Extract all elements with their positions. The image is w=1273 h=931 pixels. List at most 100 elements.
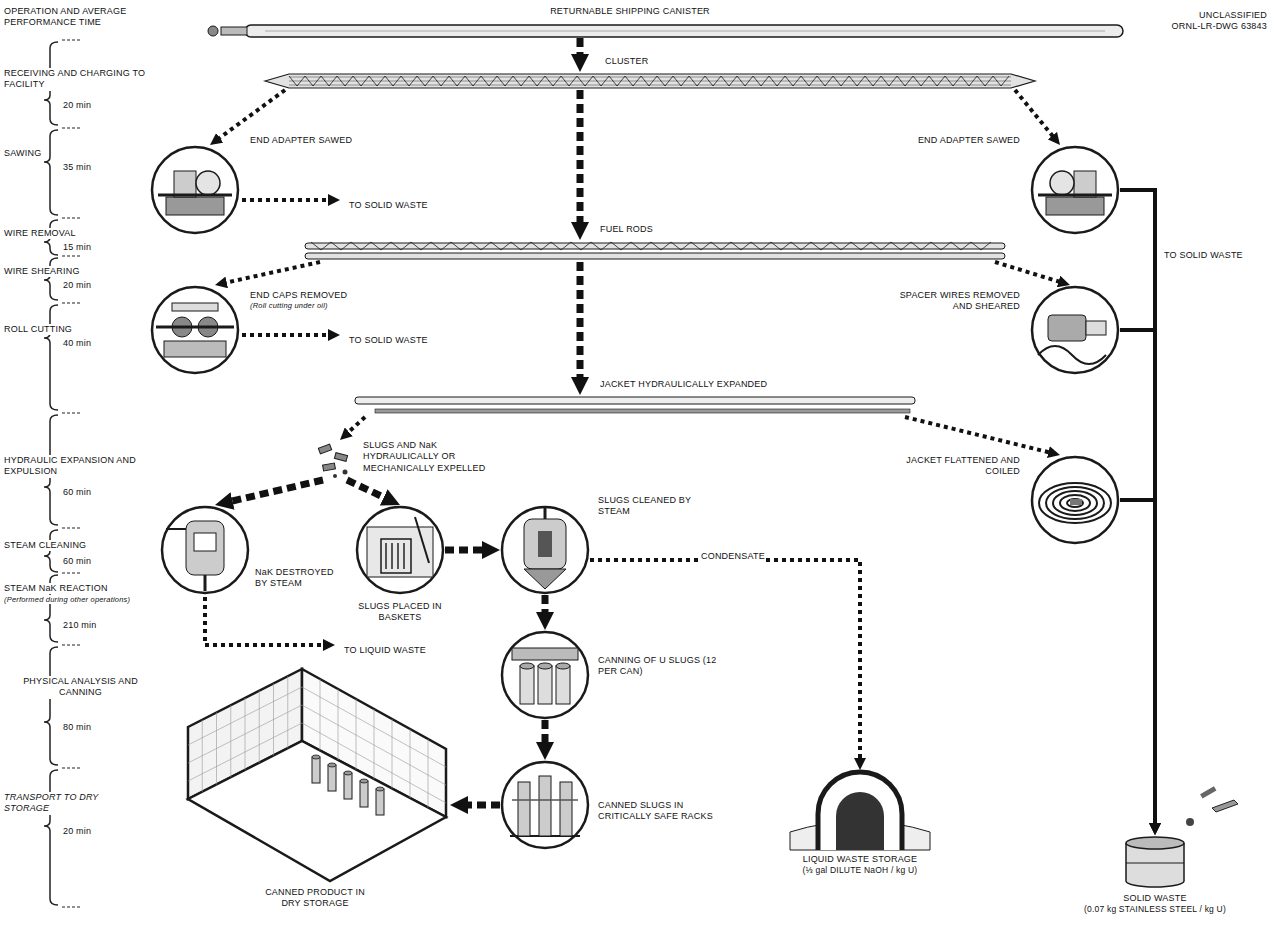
tube-shade — [265, 31, 1105, 32]
node-label: (0.07 kg STAINLESS STEEL / kg U) — [1048, 904, 1262, 915]
station-circle — [162, 507, 248, 593]
illustration — [1030, 145, 1120, 235]
station-circle — [357, 507, 443, 593]
label-holder: TRANSPORT TO DRY STORAGE — [3, 792, 128, 815]
arch-opening — [836, 792, 884, 850]
flow-arrow — [460, 802, 500, 809]
flow-arrow — [225, 480, 323, 503]
jacket-coil — [1053, 491, 1097, 515]
manipulator — [415, 517, 429, 563]
time-brace — [44, 770, 58, 905]
caption-block: CANNED SLUGS IN CRITICALLY SAFE RACKS — [598, 800, 716, 823]
note-label: HYDRAULIC EXPANSION AND EXPULSION — [3, 455, 138, 478]
label-holder: TO SOLID WASTE — [1163, 244, 1244, 262]
station-circle — [502, 762, 588, 848]
reaction-vessel — [186, 521, 224, 575]
note-label: ROLL CUTTING — [3, 324, 73, 335]
spacer-wire — [1038, 346, 1106, 364]
saw2-station: END ADAPTER SAWED — [1030, 145, 1120, 235]
flow-arrow — [590, 560, 860, 763]
flow-arrow — [577, 262, 584, 385]
saw-bed — [166, 197, 224, 215]
waste-arrow — [242, 198, 333, 202]
vault-floor — [188, 741, 446, 881]
fuel-rod — [156, 326, 234, 329]
uranium-slug — [391, 543, 393, 569]
note-label: SAWING — [3, 148, 42, 159]
label-holder: ROLL CUTTING — [3, 318, 73, 336]
edge-label: CONDENSATE — [700, 551, 766, 562]
illustration — [315, 440, 355, 480]
canned-slug — [376, 789, 384, 815]
illustration — [205, 24, 1125, 38]
basket — [381, 539, 411, 573]
label-holder: 80 min — [62, 716, 92, 734]
can-lid — [344, 771, 352, 775]
station-circle — [1032, 287, 1118, 373]
flying-debris — [1186, 786, 1238, 826]
node-label: SLUGS AND NaK HYDRAULICALLY OR MECHANICA… — [363, 440, 513, 474]
note-label: TO SOLID WASTE — [1163, 250, 1244, 261]
label-holder: ORNL-LR-DWG 63843 — [1150, 15, 1268, 33]
uranium-slug — [397, 543, 399, 569]
saw-frame — [174, 171, 196, 197]
caption-block: FUEL RODS — [600, 224, 710, 235]
nak-droplet — [343, 470, 348, 475]
rod-bundle — [265, 74, 1035, 88]
illustration — [265, 72, 1035, 90]
flow-arrow — [577, 90, 584, 230]
cluster-station: CLUSTER — [265, 72, 1035, 90]
duration-label: 20 min — [62, 280, 92, 291]
node-label: END ADAPTER SAWED — [250, 135, 375, 146]
illustration — [305, 240, 1005, 262]
coil-hub — [1070, 499, 1082, 505]
can-station: SOLID WASTE(0.07 kg STAINLESS STEEL / kg… — [1120, 835, 1190, 890]
caps-station: END CAPS REMOVED(Roll cutting under oil) — [150, 285, 240, 375]
wall-grid — [356, 699, 357, 770]
oil-bath — [172, 303, 218, 311]
duration-label: 20 min — [62, 826, 92, 837]
flow-arrow — [1015, 90, 1056, 140]
wall-grid — [188, 705, 302, 763]
node-label: (Roll cutting under oil) — [250, 301, 375, 310]
flow-arrow — [1120, 190, 1155, 828]
waste-arrow — [205, 597, 328, 645]
caption-block: SLUGS AND NaK HYDRAULICALLY OR MECHANICA… — [363, 440, 513, 474]
jacket-coil — [1039, 483, 1111, 523]
label-holder: TO SOLID WASTE — [348, 329, 429, 347]
node-label: LIQUID WASTE STORAGE — [750, 854, 970, 865]
flow-arrow — [1120, 330, 1155, 828]
fuel-rod — [305, 243, 1005, 249]
slug-can — [520, 666, 534, 704]
canned-slug — [312, 757, 320, 783]
label-holder: 15 min — [62, 236, 92, 254]
handling-tank — [367, 527, 433, 577]
illustration — [150, 145, 240, 235]
illustration — [790, 770, 930, 850]
saw-blade — [196, 171, 220, 195]
note-label: WIRE REMOVAL — [3, 228, 77, 239]
station-circle — [152, 147, 238, 233]
note-label: PHYSICAL ANALYSIS AND CANNING — [18, 676, 143, 699]
flow-arrow — [577, 38, 584, 62]
uranium-slug — [385, 543, 387, 569]
illustration — [1030, 455, 1120, 545]
label-holder: 60 min — [62, 550, 92, 568]
note-label: TO LIQUID WASTE — [343, 645, 427, 656]
flattened-jacket — [375, 409, 910, 413]
node-label: CANNING OF U SLUGS (12 PER CAN) — [598, 655, 718, 678]
canister-cap — [221, 27, 247, 35]
note-label: STEAM NaK REACTION — [3, 583, 109, 594]
nak-droplet — [333, 474, 337, 478]
vessel-cone — [524, 569, 566, 589]
flow-arrow — [445, 547, 490, 554]
nak-station: NaK DESTROYED BY STEAM — [160, 505, 250, 595]
wall-grid — [392, 719, 393, 789]
wall-grid — [188, 687, 302, 745]
fuel-rod — [289, 77, 1011, 78]
duration-label: 210 min — [62, 620, 97, 631]
duration-label: 20 min — [62, 100, 92, 111]
fuel-rod — [305, 253, 1005, 259]
steam-line — [166, 528, 186, 530]
caption-block: CANNING OF U SLUGS (12 PER CAN) — [598, 655, 718, 678]
